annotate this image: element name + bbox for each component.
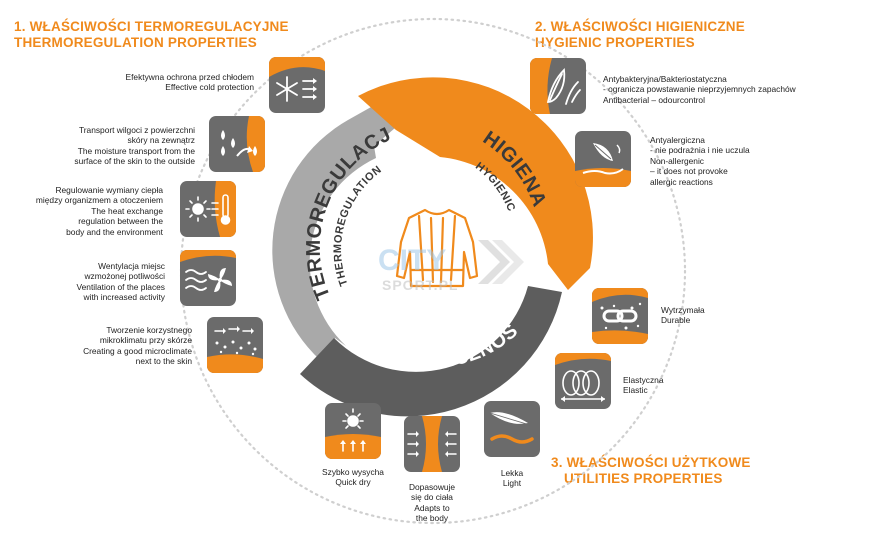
header-en: THERMOREGULATION PROPERTIES bbox=[14, 35, 257, 50]
feather-icon bbox=[484, 401, 540, 457]
caption-line: Dopasowuje bbox=[408, 482, 456, 492]
caption-line: Quick dry bbox=[335, 477, 371, 488]
segment-utility bbox=[300, 286, 562, 417]
caption-line: Lekka bbox=[500, 468, 524, 478]
caption-line: with increased activity bbox=[83, 292, 165, 303]
caption-microclimate: Tworzenie korzystnego mikroklimatu przy … bbox=[83, 325, 192, 367]
chain-link-icon bbox=[592, 288, 648, 344]
caption-antibacterial: Antybakteryjna/Bakteriostatyczna - ogran… bbox=[603, 74, 796, 105]
tile-heat-exchange bbox=[180, 181, 236, 237]
caption-ventilation: Wentylacja miejsc wzmożonej potliwości V… bbox=[77, 261, 165, 303]
svg-text:SPORT.PL: SPORT.PL bbox=[382, 277, 458, 293]
hand-feather-icon bbox=[575, 131, 631, 187]
caption-line: Light bbox=[502, 478, 522, 489]
caption-durable: Wytrzymała Durable bbox=[661, 305, 705, 326]
caption-line: Efektywna ochrona przed chłodem bbox=[125, 72, 255, 82]
caption-line: - nie podrażnia i nie uczula bbox=[650, 145, 750, 156]
caption-line: surface of the skin to the outside bbox=[74, 156, 195, 167]
inner-circle bbox=[371, 186, 503, 318]
water-drops-icon bbox=[209, 116, 265, 172]
caption-line: Tworzenie korzystnego bbox=[106, 325, 192, 335]
caption-line: regulation between the bbox=[78, 216, 163, 227]
leaf-icon bbox=[530, 58, 586, 114]
tile-light bbox=[484, 401, 540, 457]
caption-line: next to the skin bbox=[135, 356, 192, 367]
tile-quick-dry bbox=[325, 403, 381, 459]
header-en: UTILITIES PROPERTIES bbox=[564, 471, 723, 486]
section-header-hygienic: 2. WŁAŚCIWOŚCI HIGIENICZNE HYGIENIC PROP… bbox=[535, 19, 745, 51]
body-fit-icon bbox=[404, 416, 460, 472]
caption-line: wzmożonej potliwości bbox=[84, 271, 165, 282]
segment-thermoregulation bbox=[272, 102, 395, 360]
caption-line: the body bbox=[415, 513, 449, 524]
tile-cold-protection bbox=[269, 57, 325, 113]
caption-line: Creating a good microclimate bbox=[83, 345, 192, 356]
tile-elastic bbox=[555, 353, 611, 409]
tile-moisture bbox=[209, 116, 265, 172]
caption-light: Lekka Light bbox=[482, 468, 542, 489]
sun-evaporation-icon bbox=[325, 403, 381, 459]
caption-line: Durable bbox=[661, 315, 691, 326]
caption-line: Antybakteryjna/Bakteriostatyczna bbox=[603, 74, 727, 84]
section-header-thermoregulation: 1. WŁAŚCIWOŚCI TERMOREGULACYJNE THERMORE… bbox=[14, 19, 289, 51]
caption-line: The heat exchange bbox=[91, 205, 163, 216]
caption-line: między organizmem a otoczeniem bbox=[35, 195, 163, 206]
caption-line: Elastic bbox=[623, 385, 648, 396]
caption-line: Wytrzymała bbox=[661, 305, 705, 315]
segment-hygiene bbox=[358, 77, 593, 290]
tile-microclimate bbox=[207, 317, 263, 373]
caption-line: skóry na zewnątrz bbox=[127, 135, 196, 146]
coil-spring-icon bbox=[555, 353, 611, 409]
caption-line: body and the environment bbox=[66, 226, 163, 237]
tile-adapts bbox=[404, 416, 460, 472]
watermark: CITY SPORT.PL bbox=[378, 240, 524, 293]
caption-elastic: Elastyczna Elastic bbox=[623, 375, 664, 396]
caption-line: Szybko wysycha bbox=[322, 467, 384, 477]
sun-thermometer-icon bbox=[180, 181, 236, 237]
header-en: HYGIENIC PROPERTIES bbox=[535, 35, 695, 50]
tile-antibacterial bbox=[530, 58, 586, 114]
caption-line: - ogranicza powstawanie nieprzyjemnych z… bbox=[603, 84, 796, 95]
caption-line: allergic reactions bbox=[650, 176, 713, 187]
caption-line: – it does not provoke bbox=[650, 166, 728, 177]
caption-quick-dry: Szybko wysycha Quick dry bbox=[308, 467, 398, 488]
shirt-icon bbox=[395, 208, 479, 288]
header-pl: 1. WŁAŚCIWOŚCI TERMOREGULACYJNE bbox=[14, 19, 289, 34]
caption-line: Adapts to bbox=[414, 502, 450, 513]
caption-line: się do ciała bbox=[411, 492, 453, 503]
microclimate-icon bbox=[207, 317, 263, 373]
caption-line: Regulowanie wymiany ciepła bbox=[55, 185, 163, 195]
tile-ventilation bbox=[180, 250, 236, 306]
tile-durable bbox=[592, 288, 648, 344]
svg-text:CITY: CITY bbox=[378, 244, 446, 277]
caption-line: Transport wilgoci z powierzchni bbox=[78, 125, 195, 135]
caption-line: Antibacterial – odourcontrol bbox=[603, 94, 705, 105]
caption-line: Wentylacja miejsc bbox=[98, 261, 165, 271]
caption-line: mikroklimatu przy skórze bbox=[99, 335, 192, 346]
caption-line: The moisture transport from the bbox=[77, 145, 195, 156]
snowflake-icon bbox=[269, 57, 325, 113]
caption-antiallergic: Antyalergiczna - nie podrażnia i nie ucz… bbox=[650, 135, 750, 187]
caption-line: Effective cold protection bbox=[165, 82, 254, 93]
fan-icon bbox=[180, 250, 236, 306]
caption-heat-exchange: Regulowanie wymiany ciepła między organi… bbox=[36, 185, 163, 237]
caption-line: Ventilation of the places bbox=[76, 281, 165, 292]
caption-line: Elastyczna bbox=[623, 375, 664, 385]
tile-antiallergic bbox=[575, 131, 631, 187]
caption-adapts: Dopasowuje się do ciała Adapts to the bo… bbox=[397, 482, 467, 524]
header-pl: 2. WŁAŚCIWOŚCI HIGIENICZNE bbox=[535, 19, 745, 34]
caption-cold-protection: Efektywna ochrona przed chłodem Effectiv… bbox=[126, 72, 255, 93]
caption-line: Antyalergiczna bbox=[650, 135, 705, 145]
caption-moisture: Transport wilgoci z powierzchni skóry na… bbox=[74, 125, 195, 167]
caption-line: Non-allergenic bbox=[650, 155, 704, 166]
